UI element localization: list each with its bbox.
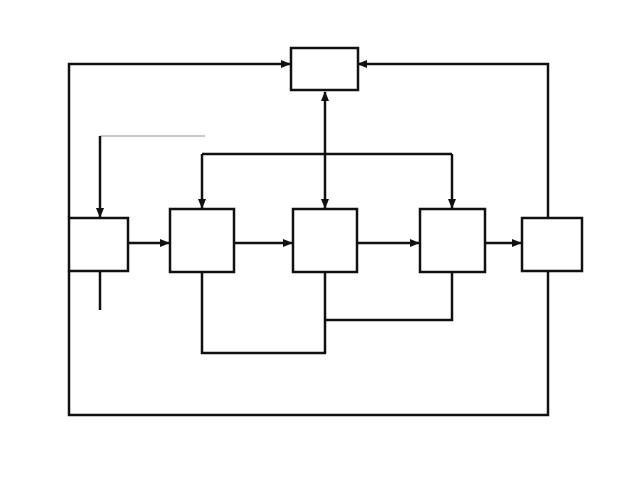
block-1 (67, 216, 130, 273)
lower-feedback-block2-block3 (200, 272, 327, 355)
outer-loop-left-to-top-connector (67, 60, 291, 218)
top-block (289, 46, 360, 92)
block-4 (418, 207, 487, 274)
outer-loop-bottom-connector (67, 271, 550, 417)
block-2 (168, 207, 236, 274)
outer-loop-right-to-top-connector (357, 60, 550, 218)
block-5 (520, 216, 584, 273)
block-3 (291, 207, 359, 274)
lower-feedback-block4-connector (325, 272, 454, 322)
